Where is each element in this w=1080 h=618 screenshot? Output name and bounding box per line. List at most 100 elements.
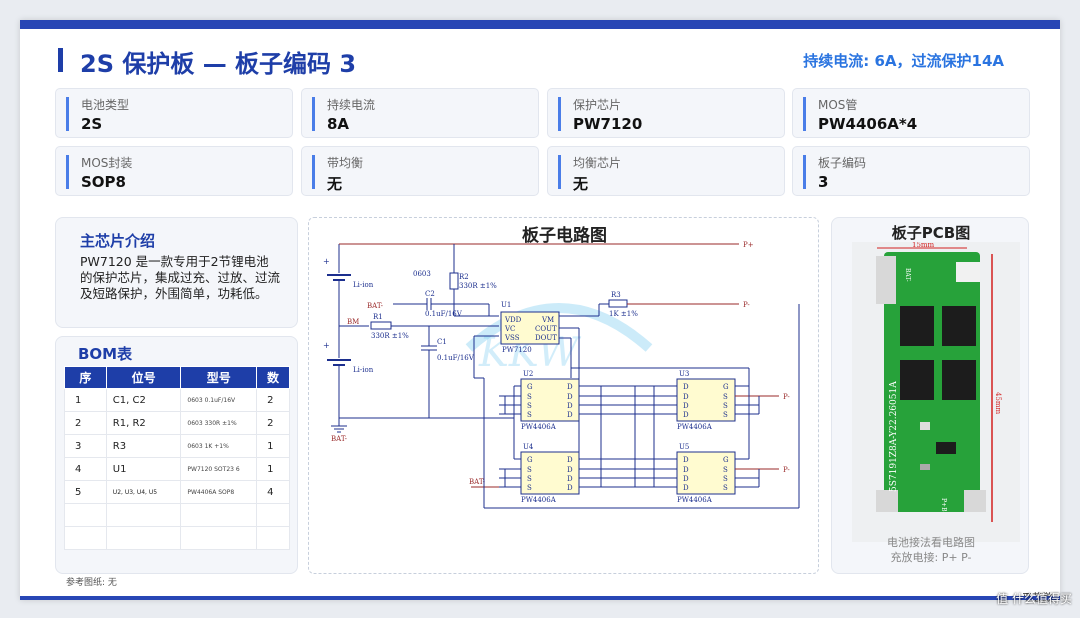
- u1-pin: VDD: [504, 316, 522, 324]
- svg-text:S: S: [723, 466, 728, 474]
- bom-cell: 1: [64, 388, 107, 412]
- mosfet-u5: U5 PW4406A: [676, 443, 736, 504]
- ic-u1: [500, 311, 560, 345]
- bom-cell: 0603 0.1uF/16V: [180, 388, 258, 412]
- bom-cell: 3: [64, 434, 107, 458]
- u3-label: U3: [679, 370, 689, 378]
- bom-cell: U1: [105, 457, 182, 481]
- table-row: [64, 526, 290, 550]
- svg-text:+: +: [323, 341, 330, 350]
- watermark-logo-arc: [465, 303, 653, 352]
- resistor-r3: [608, 299, 628, 308]
- bom-cell: 0603 1K +1%: [180, 434, 258, 458]
- svg-text:G: G: [723, 383, 729, 391]
- bom-cell: 2: [256, 411, 290, 435]
- pcb-pad-bottom-right: [964, 490, 986, 512]
- bom-title: BOM表: [78, 345, 133, 363]
- bom-header-cell: 数: [256, 366, 290, 389]
- u1-pin: VSS: [504, 334, 520, 342]
- bom-cell: 5: [64, 480, 107, 504]
- spec-label: 板子编码: [818, 156, 867, 170]
- u2-part: PW4406A: [521, 423, 557, 431]
- mosfet-u3: U3 PW4406A: [676, 370, 736, 431]
- spec-value: 无: [327, 175, 343, 193]
- pcb-ic-chip: [936, 442, 956, 454]
- pcb-width-dim: 15mm: [912, 242, 935, 249]
- svg-text:D: D: [683, 456, 689, 464]
- package-label: 0603: [413, 270, 431, 278]
- svg-text:G: G: [527, 383, 533, 391]
- pcb-length-dim: 45mm: [994, 392, 1002, 415]
- bom-cell: 4: [256, 480, 290, 504]
- spec-value: PW4406A*4: [818, 115, 918, 133]
- battery-label: Li-ion: [353, 281, 374, 289]
- svg-text:S: S: [527, 484, 532, 492]
- table-row: [64, 503, 290, 527]
- battery-upper: [327, 266, 351, 326]
- pcb-photo: 15mm 45mm 5S7191Z8A-Y22.26051A BAT- P+B: [852, 242, 1020, 542]
- pcb-note-charge: 充放电接: P+ P-: [890, 551, 972, 564]
- svg-text:D: D: [683, 484, 689, 492]
- spec-value: PW7120: [573, 115, 643, 133]
- net-label-bat-minus: BAT-: [331, 435, 348, 443]
- svg-text:S: S: [723, 402, 728, 410]
- r2-label: R2: [459, 273, 469, 281]
- chip-intro-text: PW7120 是一款专用于2节锂电池的保护芯片，集成过充、过放、过流及短路保护，…: [80, 254, 281, 301]
- chip-intro-panel: 主芯片介绍 PW7120 是一款专用于2节锂电池的保护芯片，集成过充、过放、过流…: [55, 217, 298, 328]
- u1-pin: DOUT: [535, 334, 557, 342]
- net-label-p-minus: P-: [783, 466, 790, 474]
- svg-text:D: D: [567, 402, 573, 410]
- svg-text:D: D: [683, 466, 689, 474]
- c2-label: C2: [425, 290, 435, 298]
- svg-text:G: G: [527, 456, 533, 464]
- page-title: 2S 保护板 — 板子编码 3: [80, 50, 357, 78]
- net-label-bat-minus: BAT-: [367, 302, 384, 310]
- u5-part: PW4406A: [677, 496, 713, 504]
- resistor-r2: [449, 272, 459, 290]
- title-marker: [58, 48, 63, 72]
- svg-text:S: S: [527, 393, 532, 401]
- svg-text:S: S: [723, 411, 728, 419]
- u1-pin: VM: [541, 316, 554, 324]
- pcb-pb-label: P+B: [940, 498, 947, 512]
- svg-text:D: D: [567, 456, 573, 464]
- bom-cell: 4: [64, 457, 107, 481]
- svg-text:D: D: [683, 411, 689, 419]
- pcb-connector: [956, 262, 980, 282]
- svg-text:D: D: [567, 466, 573, 474]
- r2-value: 330R ±1%: [459, 282, 497, 290]
- spec-label: 电池类型: [81, 98, 130, 112]
- schematic-panel: 板子电路图 KKW Li-ion Li-ion + + P+ BAT- B: [308, 217, 819, 574]
- schematic-title: 板子电路图: [522, 226, 607, 246]
- bom-header-cell: 型号: [180, 366, 258, 389]
- r1-label: R1: [373, 313, 383, 321]
- spec-label: MOS封装: [81, 156, 133, 170]
- spec-label: 持续电流: [327, 98, 376, 112]
- u4-part: PW4406A: [521, 496, 557, 504]
- bom-cell: PW4406A SOP8: [180, 480, 258, 504]
- pcb-bat-label: BAT-: [904, 268, 911, 282]
- r1-value: 330R ±1%: [371, 332, 409, 340]
- pcb-title: 板子PCB图: [891, 224, 971, 242]
- svg-text:+: +: [323, 257, 330, 266]
- bom-cell: C1, C2: [105, 388, 182, 412]
- bom-cell: U2, U3, U4, U5: [105, 480, 182, 504]
- bom-header-row: 序 位号 型号 数: [64, 366, 290, 389]
- pcb-silkscreen: 5S7191Z8A-Y22.26051A: [889, 381, 899, 492]
- bom-cell: 1: [256, 434, 290, 458]
- svg-text:S: S: [527, 475, 532, 483]
- svg-text:G: G: [723, 456, 729, 464]
- u4-label: U4: [523, 443, 534, 451]
- resistor-r1: [370, 321, 392, 330]
- u5-label: U5: [679, 443, 689, 451]
- page-subtitle: 持续电流: 6A，过流保护14A: [803, 52, 1004, 70]
- spec-label: 保护芯片: [573, 98, 622, 112]
- u1-pin: VC: [504, 325, 515, 333]
- spec-value: 无: [573, 175, 589, 193]
- net-label-p-minus: P-: [743, 301, 750, 309]
